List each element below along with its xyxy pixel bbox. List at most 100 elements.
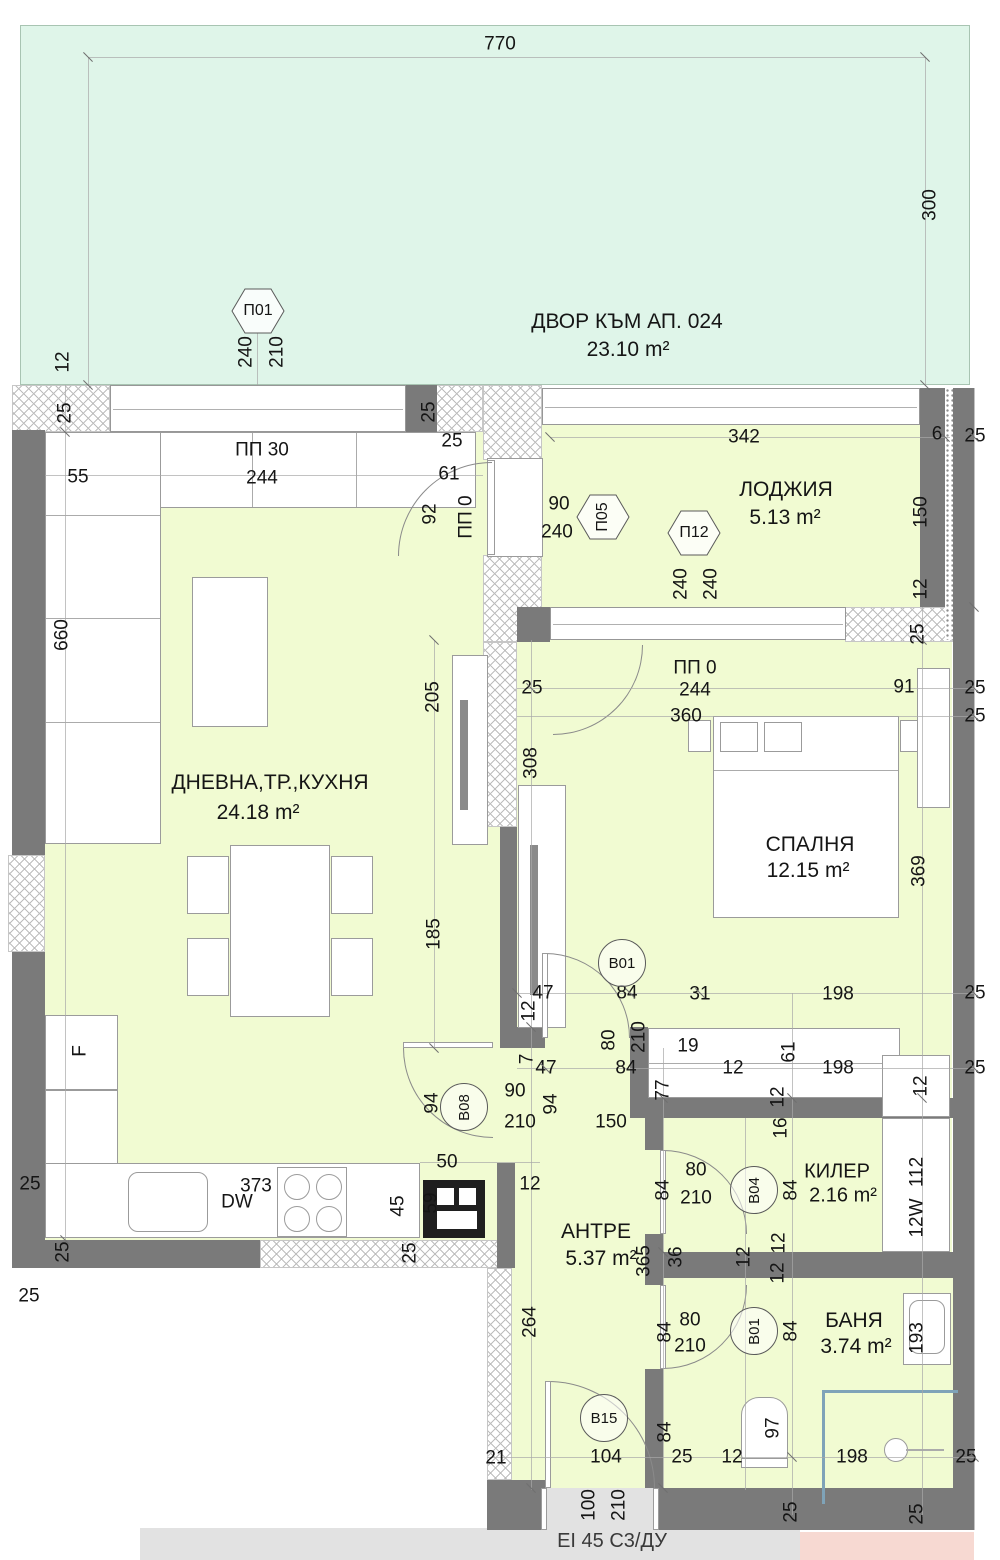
door-tag: B04	[730, 1166, 778, 1214]
dimension-label: 104	[590, 1446, 622, 1468]
wall	[663, 1252, 957, 1278]
dimension-label: 61	[778, 1041, 800, 1063]
opening-tag: П01	[231, 288, 285, 334]
dimension-label: 55	[67, 466, 89, 488]
dimension-label: 240	[541, 521, 573, 543]
dimension-label: 25	[19, 1173, 41, 1195]
room-bedroom-name: СПАЛНЯ	[765, 833, 855, 856]
dimension-label: 19	[677, 1035, 699, 1057]
dimension-label: 90	[504, 1080, 526, 1102]
door-tag: B08	[440, 1083, 488, 1131]
hatch-wall	[845, 607, 953, 642]
door-tag: B01	[598, 939, 646, 987]
door-leaf	[403, 1042, 493, 1048]
shower-glass	[822, 1390, 958, 1393]
dimension-label: 244	[246, 467, 278, 489]
dimension-label: 210	[504, 1111, 536, 1133]
door-tag: B15	[580, 1394, 628, 1442]
chair	[331, 856, 373, 914]
dimension-label: 84	[654, 1421, 676, 1443]
hatch-wall	[260, 1240, 500, 1268]
dimension-label: 84	[616, 982, 638, 1004]
wall	[517, 607, 550, 642]
hatch-wall	[487, 1268, 512, 1480]
dimension-label: 150	[910, 496, 932, 528]
kitchen-counter	[45, 1163, 420, 1238]
dimension-label: 300	[919, 189, 941, 221]
yard-name: ДВОР КЪМ АП. 024	[531, 310, 723, 333]
dimension-label: 150	[595, 1111, 627, 1133]
dimension-label: 91	[893, 676, 915, 698]
tv-icon	[530, 845, 538, 995]
hatch-wall	[483, 642, 517, 827]
dimension-label: 84	[615, 1057, 637, 1079]
door-jamb	[541, 1488, 547, 1530]
window-pp0-bedroom	[550, 607, 846, 640]
wall	[405, 385, 437, 432]
burner	[316, 1174, 342, 1200]
wall	[953, 388, 974, 607]
burner	[316, 1206, 342, 1232]
balcony-door-pp0	[487, 458, 543, 557]
dimension-label: 12	[721, 1446, 743, 1468]
dimension-label: 193	[906, 1322, 928, 1354]
room-bath-name: БАНЯ	[825, 1309, 883, 1332]
shower-head	[884, 1438, 908, 1462]
door-jamb	[653, 1488, 659, 1530]
wall	[12, 430, 45, 855]
dimension-label: 360	[670, 705, 702, 727]
dimension-label: 84	[654, 1321, 676, 1343]
room-storage-name: КИЛЕР	[804, 1160, 870, 1183]
toilet-tank	[741, 1458, 788, 1468]
coffee-table	[192, 577, 268, 727]
loggia-parapet	[542, 388, 920, 425]
wall	[920, 388, 945, 607]
dimension-label: 210	[680, 1187, 712, 1209]
wall	[12, 952, 45, 1242]
dimension-label: 90	[548, 493, 570, 515]
wall	[630, 1027, 648, 1118]
dimension-label: 25	[906, 1503, 928, 1525]
storage-cabinet	[882, 1055, 950, 1117]
dimension-label: 12	[52, 351, 74, 373]
dimension-label: 12	[722, 1057, 744, 1079]
room-living-area: 24.18 m²	[216, 801, 300, 824]
dimension-label: 25	[780, 1501, 802, 1523]
toilet	[741, 1397, 788, 1461]
dimension-label: 240	[670, 568, 692, 600]
dimension-label: 210	[628, 1021, 650, 1053]
door-tag: B01	[730, 1307, 778, 1355]
room-bedroom-area: 12.15 m²	[766, 859, 850, 882]
dimension-label: 12	[518, 1000, 540, 1022]
dimension-label: 94	[540, 1093, 562, 1115]
dimension-label: 25	[52, 1241, 74, 1263]
entry-landing	[140, 1528, 800, 1560]
hatch-wall	[8, 855, 45, 952]
dimension-label: 185	[423, 918, 445, 950]
wall	[500, 827, 517, 1048]
chair	[331, 938, 373, 996]
dimension-label: 342	[728, 426, 760, 448]
dimension-label: 59	[420, 1192, 442, 1214]
dimension-label: 25	[671, 1446, 693, 1468]
dimension-label: 373	[240, 1175, 272, 1197]
nightstand	[688, 720, 711, 752]
dimension-label: 97	[762, 1417, 784, 1439]
hatch-wall	[12, 385, 110, 432]
dining-table	[230, 845, 330, 1017]
dimension-label: 205	[422, 681, 444, 713]
dimension-label: 50	[436, 1151, 458, 1173]
yard-area-value: 23.10 m²	[586, 338, 670, 361]
dimension-label: 94	[421, 1092, 443, 1114]
dimension-label: ПП 0	[673, 657, 717, 679]
burner	[284, 1206, 310, 1232]
dimension-label: 770	[484, 33, 516, 55]
dimension-label: 45	[387, 1195, 409, 1217]
tv-stand	[452, 655, 488, 845]
dimension-label: 25	[441, 430, 463, 452]
dimension-label: 25	[18, 1285, 40, 1307]
dimension-label: 210	[674, 1335, 706, 1357]
dimension-label: 198	[822, 1057, 854, 1079]
dimension-label: 198	[836, 1446, 868, 1468]
